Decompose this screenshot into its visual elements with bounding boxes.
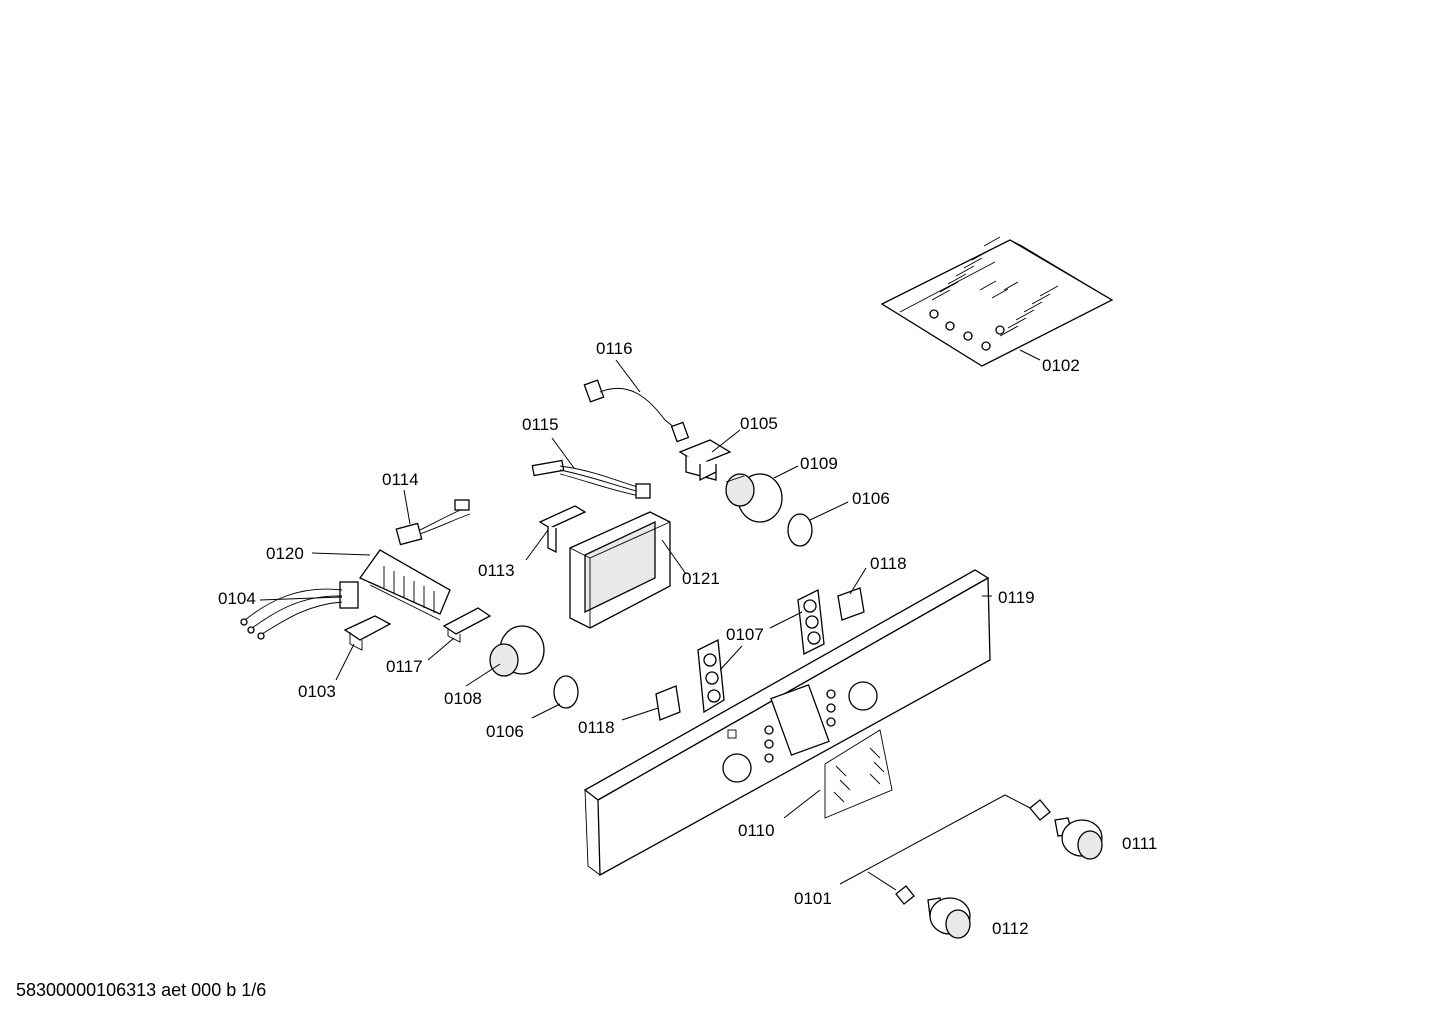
screw-set-0110 bbox=[824, 729, 893, 819]
label-0101: 0101 bbox=[794, 889, 832, 908]
clip-0103 bbox=[343, 615, 392, 651]
control-panel-0119 bbox=[583, 569, 991, 877]
light-strip-0107 bbox=[697, 589, 825, 714]
ring-0106-upper bbox=[787, 513, 813, 547]
switch-0118 bbox=[655, 587, 865, 721]
label-0115: 0115 bbox=[522, 415, 559, 434]
wire-set-0104 bbox=[240, 581, 359, 640]
label-0102: 0102 bbox=[1042, 356, 1080, 375]
bracket-0113 bbox=[538, 505, 587, 554]
ribbon-cable-0115 bbox=[531, 459, 651, 499]
label-0106-upper: 0106 bbox=[852, 489, 890, 508]
cable-harness-0116 bbox=[583, 379, 690, 443]
label-0118-upper: 0118 bbox=[870, 554, 907, 573]
leader-lines bbox=[259, 349, 1041, 891]
label-0121: 0121 bbox=[682, 569, 720, 588]
label-0106-lower: 0106 bbox=[486, 722, 524, 741]
knob-0112 bbox=[895, 885, 971, 939]
knob-holder-0109 bbox=[725, 473, 783, 523]
label-0107: 0107 bbox=[726, 625, 764, 644]
electronic-module-0121 bbox=[569, 511, 671, 629]
ring-0106-lower bbox=[553, 675, 579, 709]
label-0118-lower: 0118 bbox=[578, 718, 615, 737]
terminal-block-0120 bbox=[359, 549, 451, 621]
label-0104: 0104 bbox=[218, 589, 256, 608]
switch-part-0105 bbox=[678, 439, 732, 482]
label-0111: 0111 bbox=[1122, 834, 1157, 853]
label-0103: 0103 bbox=[298, 682, 336, 701]
label-0110: 0110 bbox=[738, 821, 775, 840]
drawing-number-footer: 58300000106313 aet 000 b 1/6 bbox=[16, 980, 267, 1000]
label-0112: 0112 bbox=[992, 919, 1029, 938]
label-0108: 0108 bbox=[444, 689, 482, 708]
label-0119: 0119 bbox=[998, 588, 1035, 607]
cable-harness-0114 bbox=[395, 499, 471, 546]
label-0105: 0105 bbox=[740, 414, 778, 433]
label-0114: 0114 bbox=[382, 470, 419, 489]
connector-0117 bbox=[442, 607, 492, 643]
label-0120: 0120 bbox=[266, 544, 304, 563]
label-0113: 0113 bbox=[478, 561, 515, 580]
label-0117: 0117 bbox=[386, 657, 423, 676]
knob-holder-0108 bbox=[489, 625, 545, 677]
label-0116: 0116 bbox=[596, 339, 633, 358]
label-0109: 0109 bbox=[800, 454, 838, 473]
screw-bag-part bbox=[880, 236, 1114, 367]
knob-0111 bbox=[1029, 799, 1103, 860]
